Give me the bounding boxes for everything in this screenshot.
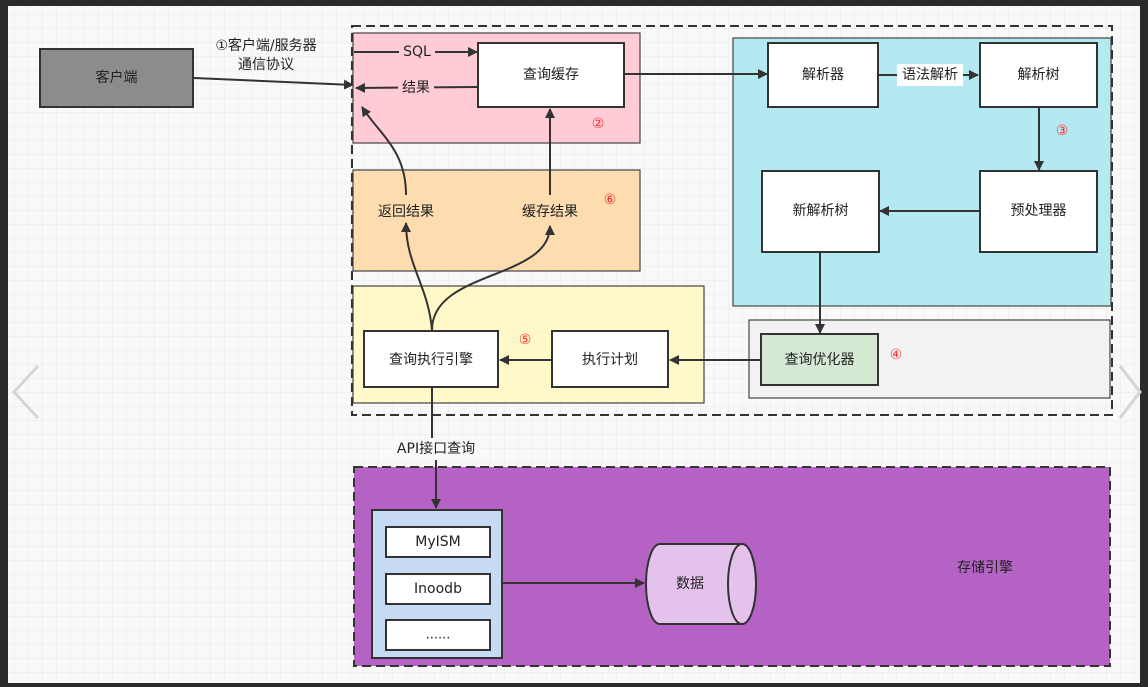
optimizer-box: [760, 333, 879, 386]
sql-label-bg: [399, 42, 435, 62]
prev-chevron-icon[interactable]: [11, 364, 40, 420]
step-marker-3: ③: [1056, 123, 1069, 139]
return-result-label: 返回结果: [378, 204, 434, 220]
api-label-bg: [390, 438, 482, 460]
parse-tree-box: [979, 42, 1098, 108]
server-boundary: [351, 25, 1113, 416]
result-region: [352, 169, 641, 272]
innodb-label: Inoodb: [414, 581, 462, 597]
exec-engine-label: 查询执行引擎: [389, 352, 473, 368]
arrow-engine-to-return: [401, 222, 433, 331]
data-cylinder: [645, 543, 757, 625]
api-query-label: API接口查询: [397, 440, 475, 457]
result-label: 结果: [402, 80, 430, 96]
new-parse-tree-box: [761, 170, 880, 253]
innodb-box: [385, 573, 491, 605]
myisam-label: MyISM: [415, 534, 460, 550]
exec-plan-label: 执行计划: [582, 352, 638, 368]
result-label-bg: [398, 78, 434, 98]
preprocessor-label: 预处理器: [1011, 203, 1067, 219]
cache-result-label: 缓存结果: [522, 204, 578, 220]
step-marker-2: ②: [592, 116, 605, 132]
new-parse-tree-label: 新解析树: [793, 203, 849, 219]
parser-label: 解析器: [802, 67, 844, 83]
client-label: 客户端: [96, 69, 138, 86]
syntax-label-bg: [897, 64, 963, 86]
client-box: [39, 48, 194, 108]
step-marker-5: ⑤: [519, 332, 532, 348]
syntax-parse-label: 语法解析: [902, 67, 958, 83]
query-cache-box: [477, 42, 625, 108]
parse-tree-label: 解析树: [1018, 67, 1060, 83]
more-engines-label: ......: [426, 628, 451, 643]
protocol-label-line2: 通信协议: [238, 57, 294, 73]
optimizer-label: 查询优化器: [785, 352, 855, 368]
preprocessor-box: [979, 170, 1098, 253]
step-marker-4: ④: [890, 347, 903, 363]
sql-label: SQL: [403, 44, 431, 60]
exec-plan-box: [551, 330, 669, 388]
arrow-return-to-client: [361, 106, 407, 196]
storage-engine-label: 存储引擎: [957, 560, 1013, 576]
protocol-label-line1: ①客户端/服务器: [215, 37, 316, 54]
step-marker-6: ⑥: [604, 192, 617, 208]
arrow-client-to-server: [193, 77, 354, 90]
more-engines-box: [385, 619, 491, 651]
data-store-label: 数据: [676, 576, 704, 592]
next-chevron-icon[interactable]: [1118, 365, 1142, 419]
myisam-box: [385, 526, 491, 558]
parser-box: [767, 42, 879, 108]
exec-engine-box: [363, 330, 499, 388]
arrow-engine-to-cache-result: [431, 225, 555, 331]
query-cache-label: 查询缓存: [523, 67, 579, 83]
